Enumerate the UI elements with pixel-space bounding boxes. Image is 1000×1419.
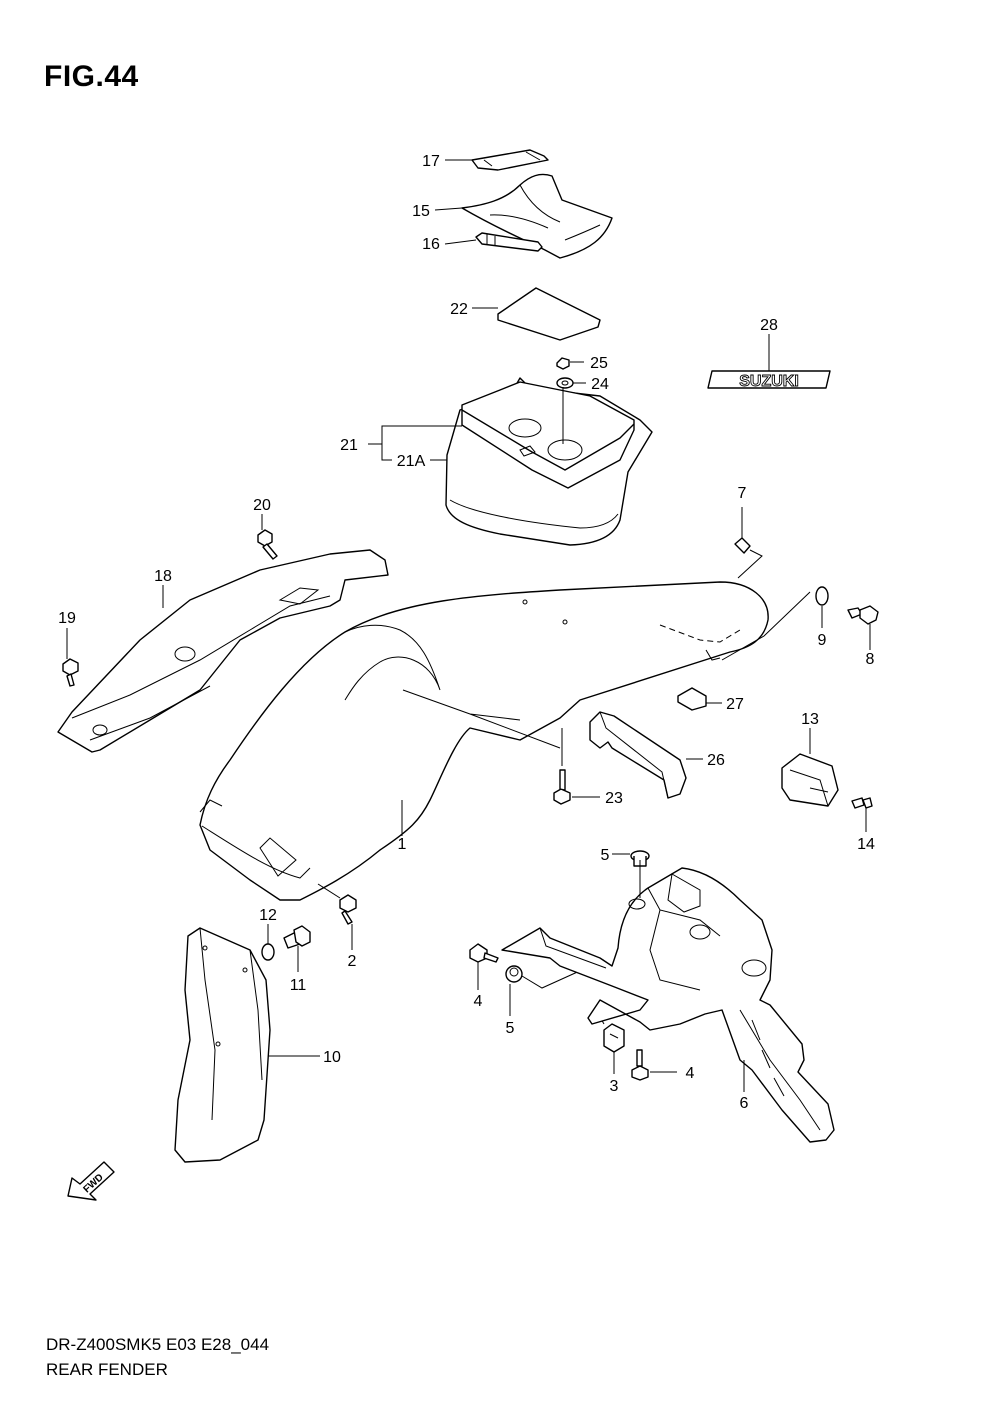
fwd-arrow-icon: FWD bbox=[67, 1161, 115, 1201]
callout-24: 24 bbox=[591, 376, 609, 393]
part-sheet bbox=[472, 287, 601, 341]
callout-13: 13 bbox=[801, 711, 819, 728]
part-washer-12 bbox=[261, 924, 275, 961]
callout-7: 7 bbox=[738, 485, 747, 502]
part-rear-fender bbox=[199, 581, 769, 901]
part-bolt-20 bbox=[257, 514, 278, 560]
part-clip-nut bbox=[597, 1013, 625, 1074]
part-connector bbox=[781, 728, 839, 807]
callout-5a: 5 bbox=[601, 847, 610, 864]
part-grip-handle bbox=[589, 711, 703, 799]
callout-4a: 4 bbox=[474, 993, 483, 1010]
part-bolt-4b bbox=[631, 1049, 677, 1081]
callout-10: 10 bbox=[323, 1049, 341, 1066]
part-grommet-5a bbox=[612, 850, 650, 867]
part-washer bbox=[556, 377, 586, 389]
callout-26: 26 bbox=[707, 752, 725, 769]
part-tool bbox=[444, 232, 543, 252]
callout-6: 6 bbox=[740, 1095, 749, 1112]
callout-5b: 5 bbox=[506, 1020, 515, 1037]
callout-9: 9 bbox=[818, 632, 827, 649]
callout-19: 19 bbox=[58, 610, 76, 627]
callout-2: 2 bbox=[348, 953, 357, 970]
callout-20: 20 bbox=[253, 497, 271, 514]
figure-title: FIG.44 bbox=[44, 60, 139, 93]
part-strap bbox=[445, 149, 549, 171]
part-bolt-2 bbox=[317, 883, 357, 950]
callout-labels: 1 2 3 4 4 5 5 6 7 8 9 10 11 12 13 14 15 … bbox=[58, 153, 875, 1112]
callout-8: 8 bbox=[866, 651, 875, 668]
figure-name: REAR FENDER bbox=[46, 1360, 168, 1379]
part-nut bbox=[556, 357, 584, 370]
callout-14: 14 bbox=[857, 836, 875, 853]
part-washer-9 bbox=[721, 586, 829, 661]
callout-23: 23 bbox=[605, 790, 623, 807]
callout-21: 21 bbox=[340, 437, 358, 454]
part-tail-bracket bbox=[501, 860, 835, 1143]
part-bolt-19 bbox=[62, 628, 79, 687]
callout-4b: 4 bbox=[686, 1065, 695, 1082]
part-side-guard bbox=[57, 549, 389, 753]
emblem-text: SUZUKI bbox=[739, 373, 799, 390]
callout-11: 11 bbox=[290, 977, 307, 994]
part-bolt-4a bbox=[469, 943, 499, 990]
callout-18: 18 bbox=[154, 568, 172, 585]
callout-27: 27 bbox=[726, 696, 744, 713]
part-bolt-8 bbox=[847, 605, 879, 650]
part-storage-box bbox=[368, 377, 653, 546]
part-emblem: SUZUKI bbox=[707, 334, 831, 390]
callout-17: 17 bbox=[422, 153, 440, 170]
callout-1: 1 bbox=[398, 836, 407, 853]
part-mud-flap bbox=[174, 927, 320, 1163]
callout-22: 22 bbox=[450, 301, 468, 318]
callout-15: 15 bbox=[412, 203, 430, 220]
callout-28: 28 bbox=[760, 317, 778, 334]
part-pad bbox=[677, 687, 722, 711]
callout-12: 12 bbox=[259, 907, 277, 924]
callout-3: 3 bbox=[610, 1078, 619, 1095]
part-screw-14 bbox=[851, 797, 873, 832]
callout-25: 25 bbox=[590, 355, 608, 372]
part-clip-7 bbox=[734, 507, 763, 579]
callout-21a: 21A bbox=[397, 453, 426, 470]
part-bolt-23 bbox=[553, 728, 600, 805]
callout-16: 16 bbox=[422, 236, 440, 253]
part-bolt-11 bbox=[283, 925, 311, 972]
model-code: DR-Z400SMK5 E03 E28_044 bbox=[46, 1335, 270, 1354]
